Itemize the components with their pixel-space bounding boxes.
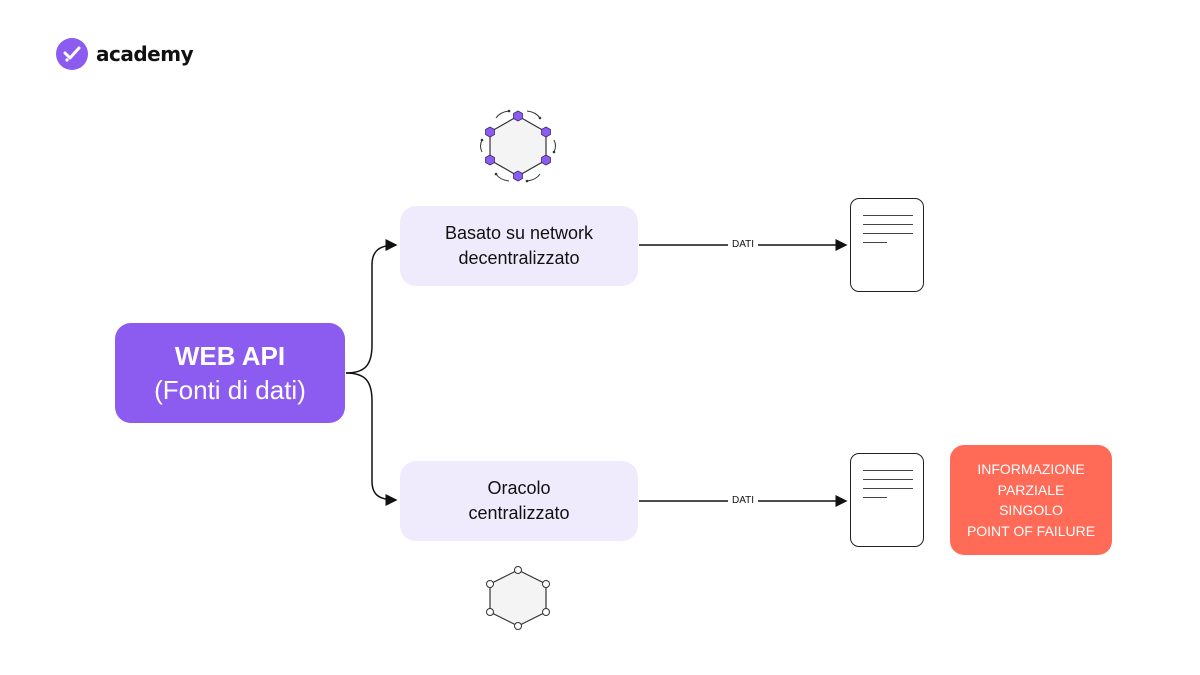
warning-line-3: SINGOLO <box>999 502 1063 518</box>
single-point-of-failure-warning: INFORMAZIONE PARZIALE SINGOLO POINT OF F… <box>950 445 1112 555</box>
branch-connector-top <box>345 239 398 374</box>
centralized-node-icon <box>486 566 550 630</box>
branch-connector-bottom <box>345 372 398 506</box>
document-icon-top <box>850 198 924 292</box>
edge-label-top: DATI <box>728 239 759 250</box>
edge-label-bottom: DATI <box>728 495 759 506</box>
academy-logo: academy <box>56 38 194 70</box>
source-title: WEB API <box>174 341 286 371</box>
warning-line-2: PARZIALE <box>997 481 1065 498</box>
logo-check-icon <box>56 38 88 70</box>
source-subtitle: (Fonti di dati) <box>154 375 306 405</box>
decentralized-network-box: Basato su network decentralizzato <box>400 206 638 286</box>
web-api-source-node: WEB API (Fonti di dati) <box>115 323 345 423</box>
decentralized-label-line1: Basato su network <box>444 223 594 243</box>
document-icon-bottom <box>850 453 924 547</box>
logo-text: academy <box>96 42 194 66</box>
warning-line-1: INFORMAZIONE <box>977 461 1085 477</box>
warning-line-4: POINT OF FAILURE <box>966 522 1096 539</box>
decentralized-network-icon <box>480 109 556 183</box>
centralized-oracle-box: Oracolo centralizzato <box>400 461 638 541</box>
decentralized-label-line2: decentralizzato <box>458 248 580 268</box>
centralized-label-line2: centralizzato <box>468 503 570 523</box>
centralized-label-line1: Oracolo <box>487 478 551 498</box>
